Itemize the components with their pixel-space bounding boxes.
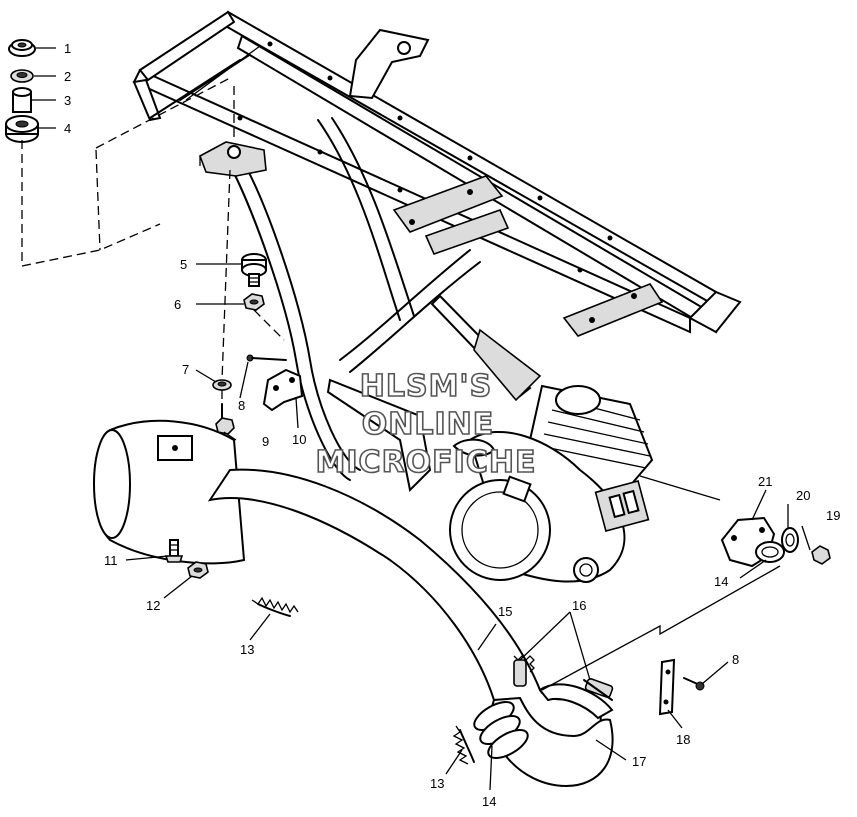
callout-4: 4 — [64, 121, 71, 136]
callout-17: 17 — [632, 754, 646, 769]
callout-8-upper: 8 — [238, 398, 245, 413]
leader-lines — [32, 45, 811, 791]
callout-10: 10 — [292, 432, 306, 447]
engine — [449, 384, 721, 583]
gasket-20 — [781, 527, 799, 553]
grommet-4 — [5, 115, 39, 143]
bolt-9 — [215, 403, 235, 435]
nut-1 — [8, 39, 36, 57]
callout-14-lower: 14 — [482, 794, 496, 809]
callout-14-upper: 14 — [714, 574, 728, 589]
sleeve-3 — [12, 87, 32, 113]
callout-18: 18 — [676, 732, 690, 747]
callout-21: 21 — [758, 474, 772, 489]
spring-16 — [513, 655, 614, 701]
callout-7: 7 — [182, 362, 189, 377]
callout-13-upper: 13 — [240, 642, 254, 657]
watermark: HLSM'S ONLINE MICROFICHE — [315, 368, 537, 481]
callout-16: 16 — [572, 598, 586, 613]
hardware-parts — [5, 39, 831, 765]
muffler-and-header-pipe — [93, 419, 614, 788]
callout-1: 1 — [64, 41, 71, 56]
callout-8-lower: 8 — [732, 652, 739, 667]
bushing-5 — [241, 253, 267, 287]
assembly-dashed-lines — [21, 77, 285, 404]
callout-19: 19 — [826, 508, 840, 523]
bracket-10 — [262, 368, 304, 412]
watermark-line-3: MICROFICHE — [316, 445, 537, 480]
callout-5: 5 — [180, 257, 187, 272]
gasket-14-upper — [755, 541, 785, 563]
callout-2: 2 — [64, 69, 71, 84]
callout-12: 12 — [146, 598, 160, 613]
nut-19 — [811, 545, 831, 565]
washer-2 — [10, 69, 34, 83]
callout-3: 3 — [64, 93, 71, 108]
watermark-line-1: HLSM'S — [360, 369, 492, 404]
watermark-line-2: ONLINE — [362, 407, 495, 442]
callout-6: 6 — [174, 297, 181, 312]
spring-13-lower — [452, 725, 475, 765]
nut-6 — [243, 293, 265, 311]
bracket-18 — [658, 658, 676, 716]
callout-labels: 1 2 3 4 5 6 7 8 9 10 11 12 13 14 15 16 1… — [64, 41, 840, 809]
callout-20: 20 — [796, 488, 810, 503]
screw-8-lower — [683, 677, 705, 691]
callout-15: 15 — [498, 604, 512, 619]
screw-8-upper — [246, 354, 287, 362]
callout-11: 11 — [104, 553, 118, 568]
callout-9: 9 — [262, 434, 269, 449]
nut-12 — [187, 561, 209, 579]
spring-13-upper — [251, 596, 299, 617]
frame-assembly — [132, 10, 742, 493]
bolt-11 — [164, 539, 184, 563]
callout-13-lower: 13 — [430, 776, 444, 791]
